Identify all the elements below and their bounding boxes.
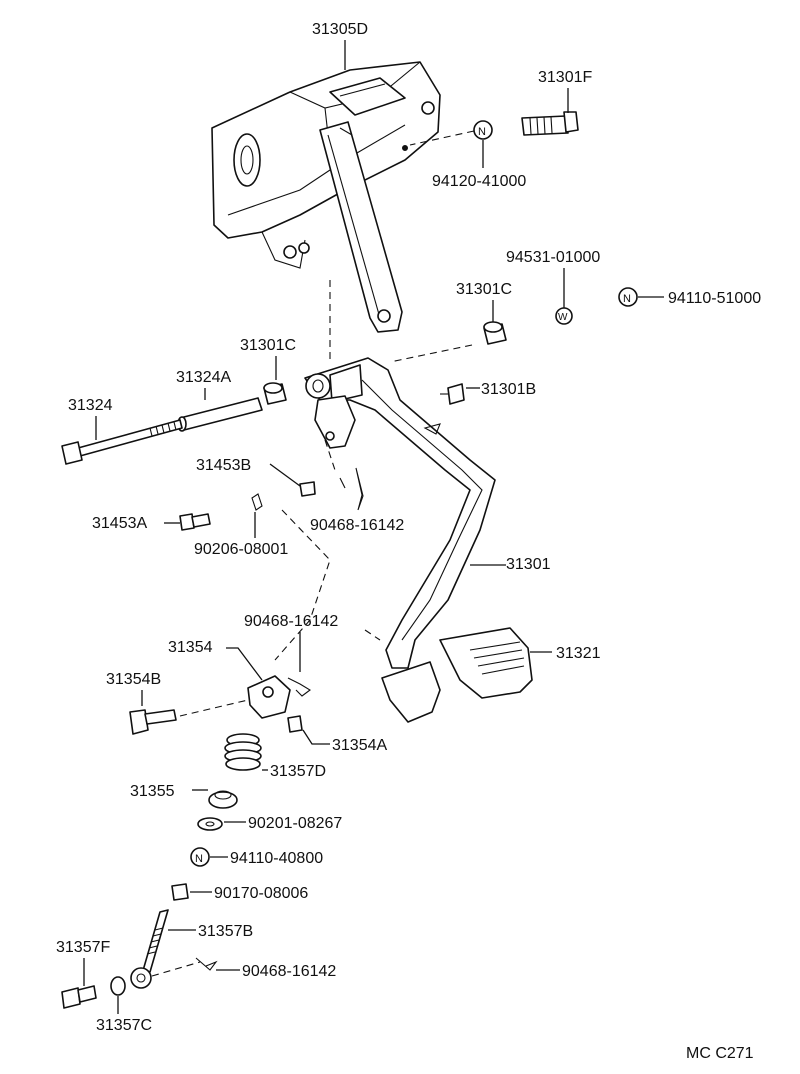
n-marker-text-3: N xyxy=(195,853,203,865)
pedal-bracket xyxy=(211,61,441,269)
label-94110-40800: 94110-40800 xyxy=(230,850,323,867)
label-31357C: 31357C xyxy=(96,1017,152,1034)
label-90468-a: 90468-16142 xyxy=(310,517,404,534)
pin-90206 xyxy=(251,493,263,511)
seat-31355 xyxy=(208,790,238,809)
n-marker-text-2: N xyxy=(623,293,631,305)
label-31301F: 31301F xyxy=(538,69,592,86)
bolt-31453A xyxy=(179,513,211,531)
pedal-arm-31301 xyxy=(304,357,496,723)
rod-31357B xyxy=(130,909,169,989)
bolt-31324 xyxy=(61,419,183,465)
bushing-31301C-left xyxy=(263,382,287,405)
n-marker-icon xyxy=(473,120,493,140)
pin-31354B xyxy=(129,709,177,735)
label-31357D: 31357D xyxy=(270,763,326,780)
nut-90170 xyxy=(171,883,189,901)
label-90206-08001: 90206-08001 xyxy=(194,541,288,558)
clevis-31354 xyxy=(247,675,311,719)
bolt-31357F xyxy=(61,985,97,1009)
n-marker-icon-2 xyxy=(618,287,638,307)
label-94531-01000: 94531-01000 xyxy=(506,249,600,266)
bracket-arm xyxy=(319,121,403,333)
washer-90201 xyxy=(197,817,223,831)
bushing-31301C-right xyxy=(483,321,507,345)
label-31324: 31324 xyxy=(68,397,113,414)
clip-90468-c xyxy=(195,957,218,971)
label-94120-41000: 94120-41000 xyxy=(432,173,526,190)
label-31321: 31321 xyxy=(556,645,601,662)
label-90170-08006: 90170-08006 xyxy=(214,885,308,902)
label-90468-c: 90468-16142 xyxy=(242,963,336,980)
label-31453A: 31453A xyxy=(92,515,147,532)
nut-31453B xyxy=(299,481,316,497)
label-31324A: 31324A xyxy=(176,369,231,386)
label-31301: 31301 xyxy=(506,556,551,573)
w-marker-text: W xyxy=(558,312,568,323)
label-31301B: 31301B xyxy=(481,381,536,398)
label-31357F: 31357F xyxy=(56,939,110,956)
label-31354B: 31354B xyxy=(106,671,161,688)
spring-31357D xyxy=(224,733,262,771)
nut-31354A xyxy=(287,715,303,733)
label-31355: 31355 xyxy=(130,783,175,800)
collar-31357C xyxy=(110,976,126,996)
label-94110-51000: 94110-51000 xyxy=(668,290,761,307)
label-31453B: 31453B xyxy=(196,457,251,474)
clip-90468-a xyxy=(355,467,364,511)
label-31301C-left: 31301C xyxy=(240,337,296,354)
figure-code: MC C271 xyxy=(686,1045,754,1062)
label-31357B: 31357B xyxy=(198,923,253,940)
label-31305D: 31305D xyxy=(312,21,368,38)
n-marker-text: N xyxy=(478,126,486,138)
n-marker-icon-3 xyxy=(190,847,210,867)
pedal-pad-31321 xyxy=(439,627,533,699)
label-31354: 31354 xyxy=(168,639,213,656)
label-90468-b: 90468-16142 xyxy=(244,613,338,630)
label-31301C-right: 31301C xyxy=(456,281,512,298)
bolt-31301F xyxy=(521,111,579,136)
w-marker-icon xyxy=(555,307,573,325)
sleeve-31324A xyxy=(177,397,263,432)
stopper-31301B xyxy=(440,383,465,405)
label-90201-08267: 90201-08267 xyxy=(248,815,342,832)
label-31354A: 31354A xyxy=(332,737,387,754)
